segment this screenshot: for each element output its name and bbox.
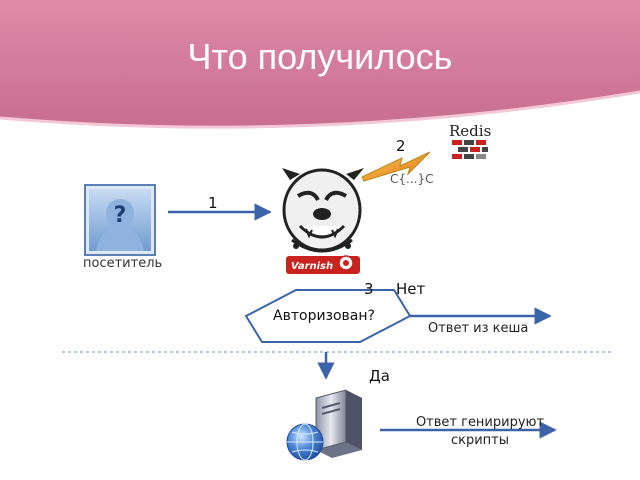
- svg-text:Redis: Redis: [449, 122, 491, 140]
- cache-serialization-text: C{...}C: [390, 172, 433, 186]
- step-3-label: 3: [364, 280, 374, 298]
- yes-label: Да: [369, 367, 390, 385]
- server-icon: [315, 389, 362, 458]
- globe-icon: [286, 423, 324, 461]
- bulldog-mascot-icon: [282, 168, 364, 253]
- step-1-label: 1: [208, 194, 218, 212]
- scripts-answer-line-2: скрипты: [450, 433, 510, 448]
- varnish-logo: Varnish: [286, 255, 360, 274]
- redis-logo: Redis: [449, 122, 491, 159]
- cache-answer-label: Ответ из кеша: [428, 321, 529, 336]
- no-label: Нет: [396, 280, 426, 298]
- decision-label: Авторизован?: [273, 308, 375, 324]
- lightning-bolt-icon: [361, 151, 431, 182]
- title-banner: [0, 0, 640, 128]
- page-title: Что получилось: [187, 36, 453, 77]
- scripts-answer-line-1: Ответ генирируют: [415, 415, 545, 430]
- svg-text:?: ?: [114, 203, 127, 228]
- visitor-avatar-icon: ?: [84, 184, 156, 256]
- step-2-label: 2: [396, 137, 406, 155]
- banner-edge: [0, 90, 640, 129]
- svg-text:Varnish: Varnish: [291, 261, 333, 272]
- scripts-answer-label: Ответ генирируют скрипты: [410, 414, 550, 450]
- visitor-label: посетитель: [83, 256, 163, 271]
